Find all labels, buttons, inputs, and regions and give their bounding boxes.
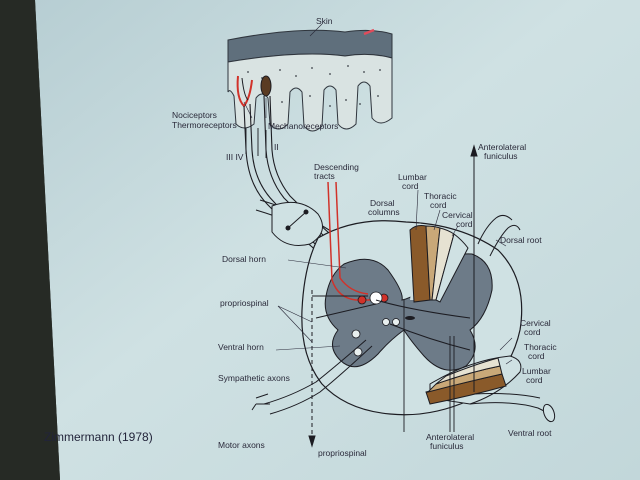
- label-anterolateral-funiculus-bottom-1: Anterolateral: [426, 432, 474, 442]
- label-sympathetic-axons: Sympathetic axons: [218, 373, 290, 383]
- label-motor-axons: Motor axons: [218, 440, 265, 450]
- label-anterolateral-funiculus-bottom-2: funiculus: [430, 441, 464, 451]
- label-propriospinal-bottom: propriospinal: [318, 448, 367, 458]
- label-dorsal-columns-2: columns: [368, 207, 400, 217]
- label-thermoreceptors: Thermoreceptors: [172, 120, 237, 130]
- citation-credit: Zimmermann (1978): [44, 430, 153, 444]
- pathway-lines: [251, 144, 478, 448]
- dorsal-root-tube: [477, 214, 521, 257]
- label-dorsal-root: Dorsal root: [500, 235, 542, 245]
- label-mechanoreceptors: Mechanoreceptors: [268, 121, 338, 131]
- label-lumbar-cord-right-1: Lumbar: [522, 366, 551, 376]
- label-descending-tracts-2: tracts: [314, 171, 335, 181]
- dorsal-root-ganglion: [271, 201, 323, 246]
- label-anterolateral-funiculus-top-2: funiculus: [484, 151, 518, 161]
- descending-tracts: [327, 181, 376, 301]
- label-ventral-horn: Ventral horn: [218, 342, 264, 352]
- label-thoracic-cord-top-1: Thoracic: [424, 191, 457, 201]
- label-ventral-root: Ventral root: [508, 428, 552, 438]
- dark-left-wall: [0, 0, 60, 480]
- label-cervical-cord-top-2: cord: [456, 219, 473, 229]
- label-fiber-iii-iv: III IV: [226, 152, 244, 162]
- label-cervical-cord-right-1: Cervical: [520, 318, 551, 328]
- label-descending-tracts-1: Descending: [314, 162, 359, 172]
- label-dorsal-columns-1: Dorsal: [370, 198, 395, 208]
- ventral-root: [425, 355, 556, 423]
- label-lumbar-cord-top-1: Lumbar: [398, 172, 427, 182]
- label-thoracic-cord-top-2: cord: [430, 200, 447, 210]
- label-anterolateral-funiculus-top-1: Anterolateral: [478, 142, 526, 152]
- label-propriospinal-left: propriospinal: [220, 298, 269, 308]
- leader-lines: [243, 23, 513, 365]
- dorsal-column-wedges: [409, 225, 469, 303]
- label-thoracic-cord-right-2: cord: [528, 351, 545, 361]
- label-cervical-cord-top-1: Cervical: [442, 210, 473, 220]
- skin-block: [227, 28, 393, 132]
- label-skin: Skin: [316, 16, 333, 26]
- label-thoracic-cord-right-1: Thoracic: [524, 342, 557, 352]
- label-fiber-ii: II: [274, 142, 279, 152]
- central-canal: [405, 316, 415, 320]
- label-dorsal-horn: Dorsal horn: [222, 254, 266, 264]
- label-nociceptors: Nociceptors: [172, 110, 217, 120]
- label-lumbar-cord-top-2: cord: [402, 181, 419, 191]
- label-lumbar-cord-right-2: cord: [526, 375, 543, 385]
- label-cervical-cord-right-2: cord: [524, 327, 541, 337]
